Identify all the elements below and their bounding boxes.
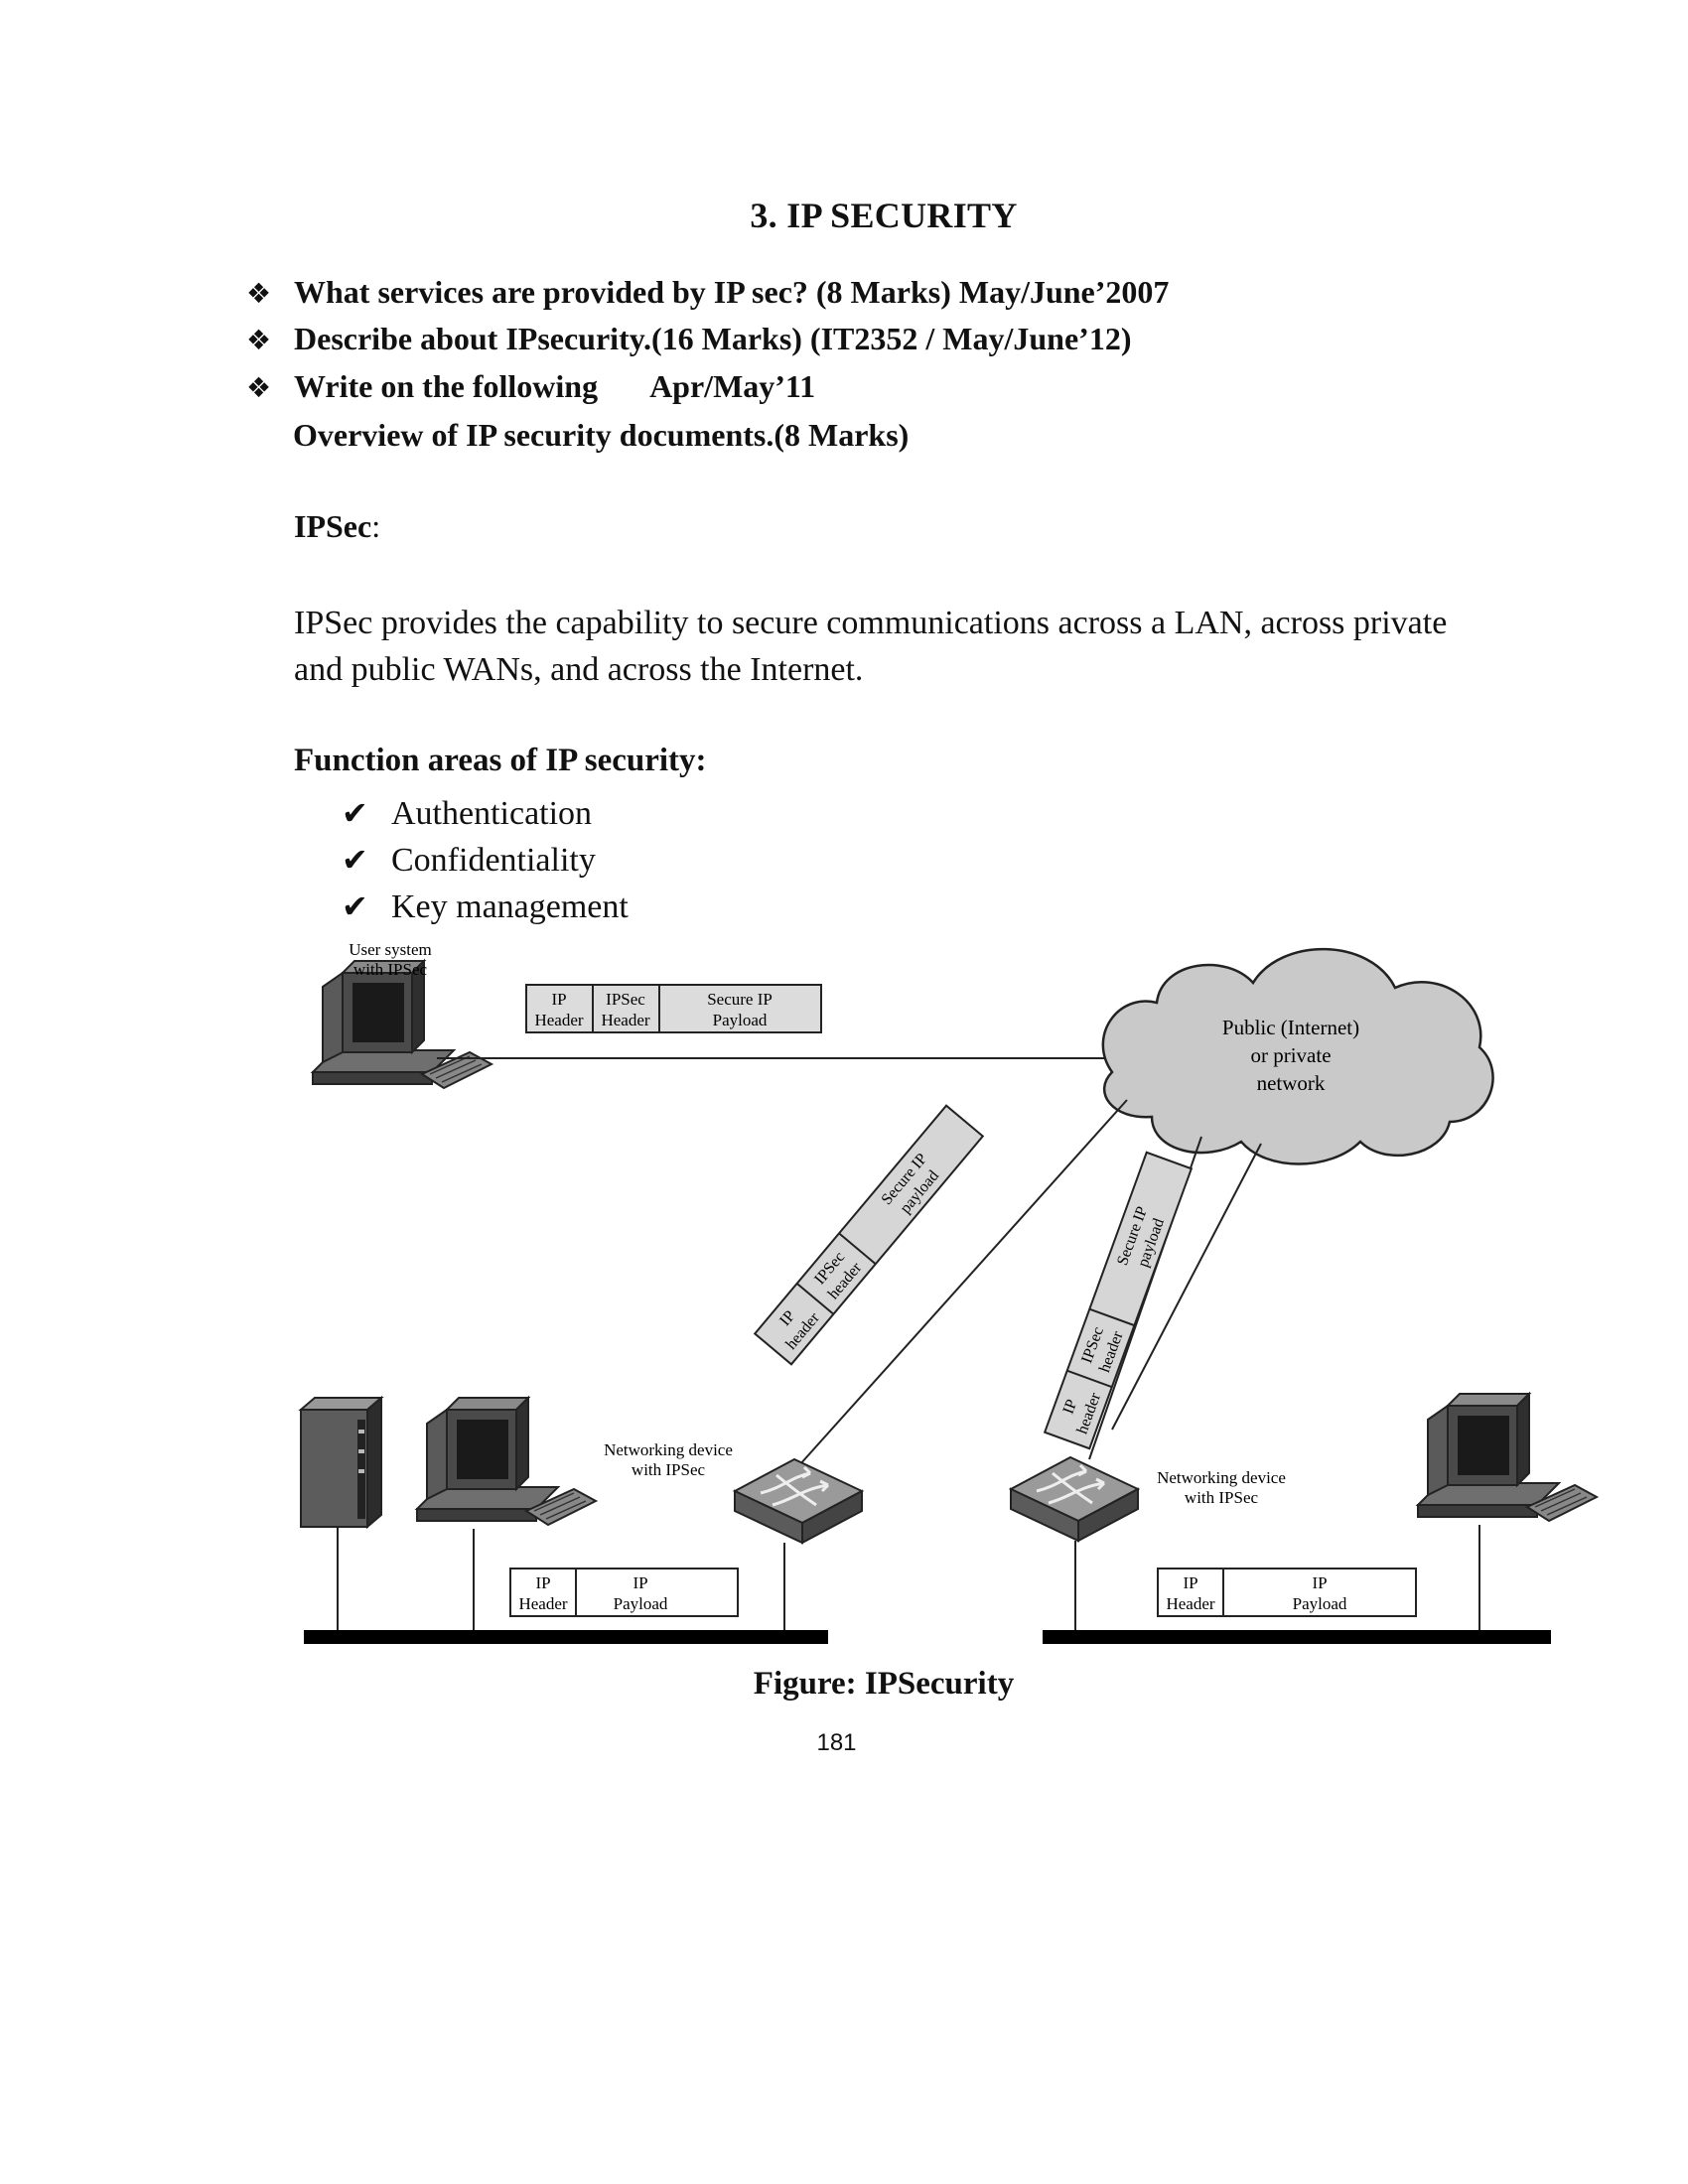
svg-text:Header: Header <box>601 1011 649 1029</box>
diamond-bullet-icon: ❖ <box>246 277 272 310</box>
list-item-label: Confidentiality <box>391 842 596 879</box>
svg-text:Header: Header <box>1166 1594 1214 1613</box>
svg-text:IP: IP <box>1183 1573 1197 1592</box>
svg-text:IPSec: IPSec <box>606 990 645 1009</box>
ipsec-network-diagram: User system with IPSec IP Header IPSec H… <box>298 940 1598 1644</box>
ipsec-paragraph: IPSec provides the capability to secure … <box>294 605 1448 688</box>
question-1-text: What services are provided by IP sec? (8… <box>294 274 1170 310</box>
diamond-bullet-icon: ❖ <box>246 324 272 356</box>
network-cloud: Public (Internet) or private network <box>1101 947 1494 1165</box>
list-item: ✔ Confidentiality <box>342 837 629 884</box>
ip-packet-lan-right: IP Header IP Payload <box>1157 1568 1417 1617</box>
question-2-text: Describe about IPsecurity.(16 Marks) (IT… <box>294 321 1132 356</box>
svg-text:Payload: Payload <box>713 1011 768 1029</box>
lan-left-computer-icon <box>416 1397 597 1526</box>
ipsec-heading-label: IPSec <box>294 508 372 544</box>
function-areas-heading: Function areas of IP security: <box>294 743 707 778</box>
diamond-bullet-icon: ❖ <box>246 371 272 404</box>
svg-text:Payload: Payload <box>1293 1594 1347 1613</box>
svg-text:Secure IP: Secure IP <box>707 990 773 1009</box>
svg-text:Payload: Payload <box>614 1594 668 1613</box>
lan-right-computer-icon <box>1417 1393 1598 1522</box>
svg-text:Header: Header <box>534 1011 583 1029</box>
user-system-label: User system <box>349 940 432 959</box>
user-system-label: with IPSec <box>353 960 428 979</box>
svg-text:or private: or private <box>1250 1043 1331 1067</box>
question-3-text: Write on the following <box>294 368 599 404</box>
check-icon: ✔ <box>342 794 368 832</box>
question-2: ❖ Describe about IPsecurity.(16 Marks) (I… <box>246 321 1131 357</box>
svg-text:Header: Header <box>518 1594 567 1613</box>
question-3: ❖ Write on the following Apr/May’11 <box>246 368 815 405</box>
svg-text:IP: IP <box>535 1573 550 1592</box>
network-device-right-label: with IPSec <box>1185 1488 1259 1507</box>
ipsec-heading: IPSec: <box>294 508 380 545</box>
ipsec-heading-colon: : <box>371 508 381 544</box>
ip-packet-lan-left: IP Header IP Payload <box>509 1568 739 1617</box>
list-item-label: Key management <box>391 888 629 925</box>
ipsec-packet-diagonal-right: IP header IPSec header Secure IP payload <box>1043 1151 1194 1450</box>
network-device-left-label: Networking device <box>604 1440 733 1459</box>
network-device-right-icon <box>1009 1455 1140 1543</box>
svg-text:IP: IP <box>633 1573 647 1592</box>
ipsec-packet-top: IP Header IPSec Header Secure IP Payload <box>525 984 822 1033</box>
svg-text:IP: IP <box>1060 1397 1081 1416</box>
svg-text:IP: IP <box>1312 1573 1327 1592</box>
server-icon <box>298 1395 384 1530</box>
network-device-left-label: with IPSec <box>632 1460 706 1479</box>
question-1: ❖ What services are provided by IP sec? (… <box>246 274 1169 311</box>
list-item: ✔ Authentication <box>342 790 629 837</box>
check-icon: ✔ <box>342 887 368 925</box>
question-3-continuation: Overview of IP security documents.(8 Mar… <box>293 417 910 453</box>
check-icon: ✔ <box>342 841 368 879</box>
svg-text:network: network <box>1257 1071 1326 1095</box>
lan-right-bus <box>1043 1630 1551 1644</box>
lan-left-bus <box>304 1630 828 1644</box>
function-areas-list: ✔ Authentication ✔ Confidentiality ✔ Key ma… <box>342 790 629 930</box>
svg-text:Public (Internet): Public (Internet) <box>1222 1016 1359 1039</box>
list-item: ✔ Key management <box>342 884 629 930</box>
svg-text:IP: IP <box>551 990 566 1009</box>
page-number: 181 <box>816 1729 857 1756</box>
network-device-left-icon <box>733 1457 864 1545</box>
list-item-label: Authentication <box>391 795 593 832</box>
ipsec-packet-diagonal-left: IP header IPSec header Secure IP payload <box>753 1104 985 1366</box>
page-title: 3. IP SECURITY <box>750 196 1018 235</box>
question-3-date: Apr/May’11 <box>649 368 816 404</box>
user-system-computer-icon <box>312 960 492 1089</box>
figure-caption: Figure: IPSecurity <box>753 1666 1015 1702</box>
network-device-right-label: Networking device <box>1157 1468 1286 1487</box>
